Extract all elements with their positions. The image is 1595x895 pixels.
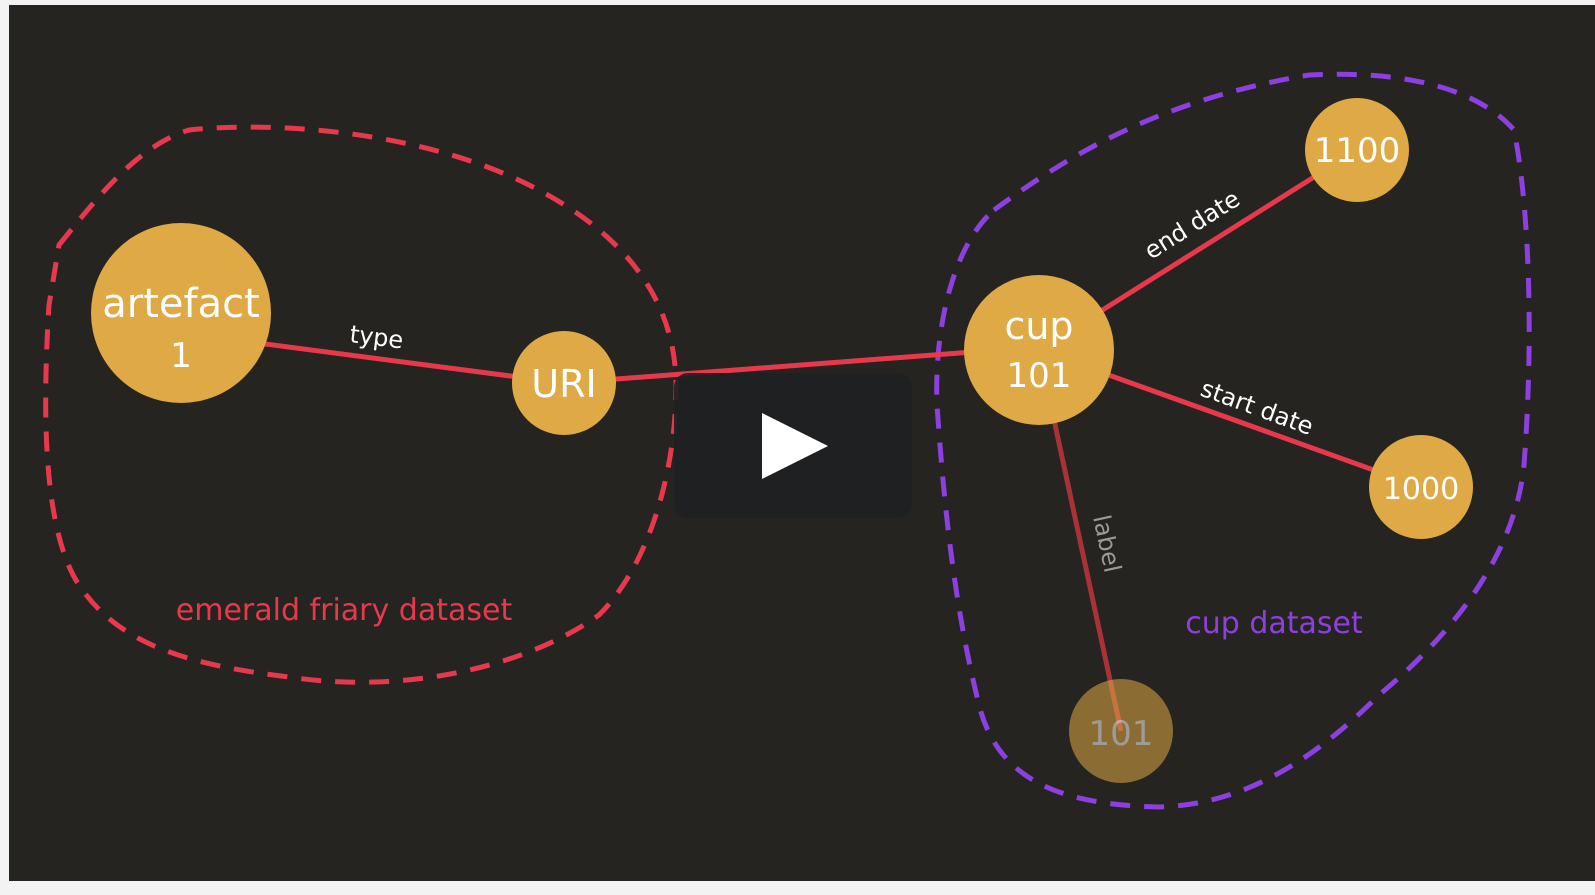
graph-diagram: type end date start date label artefact … (43, 71, 1532, 810)
page-bottom-strip (0, 881, 1595, 895)
play-button[interactable] (674, 373, 912, 518)
node-cup-line2: 101 (1007, 356, 1072, 396)
node-101-faded: 101 (1069, 679, 1173, 783)
node-1000: 1000 (1369, 435, 1473, 539)
edge-uri-cup (563, 344, 1040, 386)
edge-label-label: label (1087, 512, 1126, 575)
edge-label-type: type (348, 320, 405, 354)
node-artefact-line2: 1 (170, 336, 192, 376)
node-cup-line1: cup (1004, 304, 1073, 348)
node-cup: cup 101 (964, 275, 1114, 425)
node-uri-label: URI (531, 362, 596, 406)
edge-label-start-date: start date (1197, 374, 1317, 441)
video-frame: type end date start date label artefact … (9, 5, 1595, 881)
cup-dataset-label: cup dataset (1185, 606, 1363, 641)
node-uri: URI (512, 331, 616, 435)
play-icon[interactable] (762, 413, 828, 479)
node-1100-label: 1100 (1314, 131, 1401, 171)
cup-dataset-boundary (934, 71, 1532, 810)
node-1000-label: 1000 (1383, 472, 1459, 507)
node-101-label: 101 (1089, 714, 1154, 754)
node-artefact-line1: artefact (102, 281, 260, 327)
node-artefact: artefact 1 (91, 223, 271, 403)
emerald-dataset-label: emerald friary dataset (176, 593, 513, 628)
node-1100: 1100 (1305, 98, 1409, 202)
